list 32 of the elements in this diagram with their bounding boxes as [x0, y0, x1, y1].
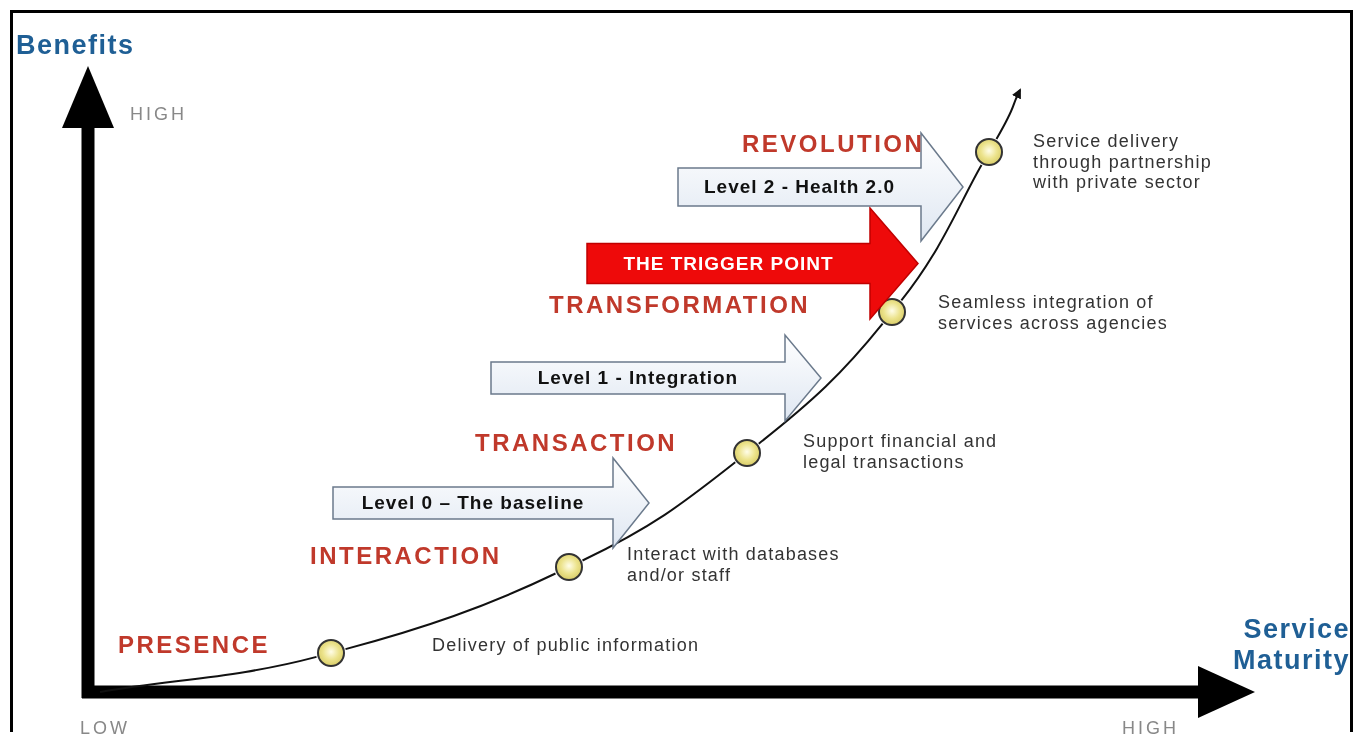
axis-label: HIGH — [1122, 718, 1179, 738]
growth-curve — [344, 572, 557, 651]
milestone-dot — [733, 439, 761, 467]
axis-title: Benefits — [16, 30, 135, 62]
growth-curve — [581, 461, 737, 562]
axis-label: HIGH — [130, 104, 187, 125]
stage-name: PRESENCE — [118, 631, 271, 659]
growth-curve — [995, 88, 1021, 140]
stage-name: INTERACTION — [310, 542, 502, 570]
milestone-dot — [975, 138, 1003, 166]
growth-curve — [757, 322, 884, 445]
pointed-banner — [491, 335, 821, 421]
banner-label: Level 1 - Integration — [536, 366, 740, 390]
axis-title: Service Maturity — [1232, 614, 1350, 677]
milestone-dot — [555, 553, 583, 581]
pointed-banner — [333, 458, 649, 548]
stage-description: Support financial and legal transactions — [803, 431, 999, 473]
stage-description: Seamless integration of services across agencies — [938, 292, 1169, 334]
stage-description: Interact with databases and/or staff — [627, 544, 841, 586]
stage-name: REVOLUTION — [742, 130, 925, 158]
growth-curve — [900, 164, 983, 302]
stage-name: TRANSFORMATION — [549, 291, 811, 319]
pointed-banner — [678, 133, 963, 241]
stage-description: Delivery of public information — [432, 635, 701, 656]
banner-label: THE TRIGGER POINT — [622, 251, 835, 276]
banner-label: Level 2 - Health 2.0 — [702, 175, 897, 199]
stage-name: TRANSACTION — [475, 429, 678, 457]
axis-label: LOW — [80, 718, 130, 738]
stage-description: Service delivery through partnership with private sector — [1033, 131, 1213, 194]
milestone-dot — [317, 639, 345, 667]
growth-curve — [99, 655, 318, 693]
banner-label: Level 0 – The baseline — [360, 491, 586, 515]
